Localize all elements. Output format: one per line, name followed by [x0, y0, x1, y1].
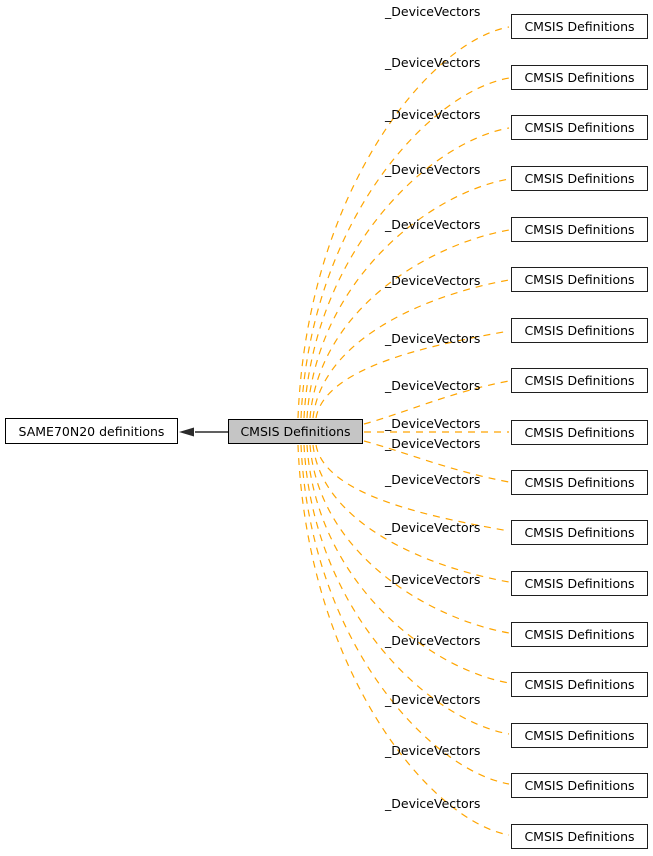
usage-edge: [363, 380, 510, 425]
edge-label-devicevectors: _DeviceVectors: [385, 572, 481, 587]
usage-edge: [312, 279, 510, 419]
node-cmsis-definitions-right[interactable]: CMSIS Definitions: [511, 722, 648, 748]
node-cmsis-definitions-right[interactable]: CMSIS Definitions: [511, 823, 648, 849]
edge-label-devicevectors: _DeviceVectors: [385, 743, 481, 758]
node-cmsis-definitions-right[interactable]: CMSIS Definitions: [511, 13, 648, 39]
edge-label-devicevectors: _DeviceVectors: [385, 162, 481, 177]
usage-edge: [297, 444, 510, 836]
edge-label-devicevectors: _DeviceVectors: [385, 331, 481, 346]
usage-edge: [300, 77, 510, 419]
usage-edge: [306, 444, 510, 684]
usage-edge: [363, 440, 510, 483]
usage-edge: [303, 127, 510, 419]
usage-edge: [300, 444, 510, 785]
edge-label-devicevectors: _DeviceVectors: [385, 436, 481, 451]
node-cmsis-definitions-right[interactable]: CMSIS Definitions: [511, 266, 648, 292]
node-cmsis-definitions-right[interactable]: CMSIS Definitions: [511, 570, 648, 596]
edge-label-devicevectors: _DeviceVectors: [385, 633, 481, 648]
edge-label-devicevectors: _DeviceVectors: [385, 4, 481, 19]
edge-label-devicevectors: _DeviceVectors: [385, 796, 481, 811]
node-cmsis-definitions-right[interactable]: CMSIS Definitions: [511, 114, 648, 140]
node-cmsis-definitions-right[interactable]: CMSIS Definitions: [511, 165, 648, 191]
node-cmsis-definitions-right[interactable]: CMSIS Definitions: [511, 772, 648, 798]
node-cmsis-definitions-right[interactable]: CMSIS Definitions: [511, 469, 648, 495]
usage-edge: [297, 26, 510, 419]
node-cmsis-definitions-right[interactable]: CMSIS Definitions: [511, 621, 648, 647]
usage-edge: [306, 178, 510, 419]
node-cmsis-definitions-right[interactable]: CMSIS Definitions: [511, 419, 648, 445]
edge-label-devicevectors: _DeviceVectors: [385, 217, 481, 232]
node-same70n20-definitions[interactable]: SAME70N20 definitions: [5, 418, 178, 444]
node-cmsis-definitions-center[interactable]: CMSIS Definitions: [228, 419, 363, 444]
node-cmsis-definitions-right[interactable]: CMSIS Definitions: [511, 216, 648, 242]
edge-label-devicevectors: _DeviceVectors: [385, 107, 481, 122]
node-cmsis-definitions-right[interactable]: CMSIS Definitions: [511, 317, 648, 343]
usage-edge: [309, 229, 510, 419]
edge-label-devicevectors: _DeviceVectors: [385, 416, 481, 431]
edge-label-devicevectors: _DeviceVectors: [385, 692, 481, 707]
edge-label-devicevectors: _DeviceVectors: [385, 520, 481, 535]
arrow-head: [179, 427, 194, 437]
usage-edge: [312, 444, 510, 583]
usage-edge: [309, 444, 510, 634]
edge-label-devicevectors: _DeviceVectors: [385, 378, 481, 393]
node-cmsis-definitions-right[interactable]: CMSIS Definitions: [511, 519, 648, 545]
usage-edge: [315, 444, 510, 532]
usage-edge: [315, 330, 510, 419]
node-cmsis-definitions-right[interactable]: CMSIS Definitions: [511, 64, 648, 90]
node-cmsis-definitions-right[interactable]: CMSIS Definitions: [511, 367, 648, 393]
edge-label-devicevectors: _DeviceVectors: [385, 55, 481, 70]
node-cmsis-definitions-right[interactable]: CMSIS Definitions: [511, 671, 648, 697]
edge-label-devicevectors: _DeviceVectors: [385, 472, 481, 487]
edge-label-devicevectors: _DeviceVectors: [385, 273, 481, 288]
usage-edge: [303, 444, 510, 735]
